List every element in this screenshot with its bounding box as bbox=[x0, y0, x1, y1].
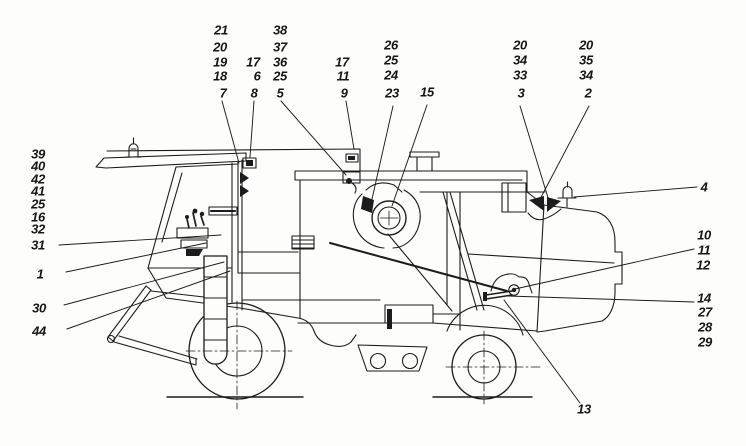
part-label-6: 6 bbox=[253, 68, 261, 84]
louver-box bbox=[291, 235, 315, 250]
part-label-2: 2 bbox=[584, 85, 592, 101]
clamp-items bbox=[242, 153, 361, 194]
part-label-12: 12 bbox=[696, 257, 710, 273]
part-label-17: 17 bbox=[246, 54, 260, 70]
part-label-3: 3 bbox=[517, 85, 525, 101]
part-label-40: 40 bbox=[31, 158, 45, 174]
rear-beacon-icon bbox=[557, 181, 577, 208]
part-label-7: 7 bbox=[219, 85, 227, 101]
elevator-paddles bbox=[240, 172, 249, 197]
part-label-17: 17 bbox=[335, 54, 349, 70]
part-label-14: 14 bbox=[697, 290, 711, 306]
part-label-41: 41 bbox=[31, 183, 45, 199]
grain-tank-band bbox=[294, 170, 546, 193]
part-label-37: 37 bbox=[273, 39, 287, 55]
part-label-20: 20 bbox=[213, 39, 227, 55]
part-label-31: 31 bbox=[31, 237, 45, 253]
part-label-26: 26 bbox=[384, 37, 398, 53]
part-label-23: 23 bbox=[385, 85, 399, 101]
leader-lines bbox=[58, 100, 698, 404]
part-label-8: 8 bbox=[250, 85, 258, 101]
drive-rods bbox=[241, 179, 508, 324]
hitch-plate bbox=[357, 344, 428, 372]
part-label-15: 15 bbox=[420, 84, 434, 100]
part-label-25: 25 bbox=[273, 68, 287, 84]
part-label-35: 35 bbox=[579, 52, 593, 68]
part-label-39: 39 bbox=[31, 146, 45, 162]
part-label-19: 19 bbox=[213, 54, 227, 70]
part-label-30: 30 bbox=[32, 300, 46, 316]
part-label-34: 34 bbox=[579, 67, 593, 83]
part-label-36: 36 bbox=[273, 54, 287, 70]
mirror-flags bbox=[527, 196, 562, 221]
part-label-33: 33 bbox=[513, 67, 527, 83]
part-label-42: 42 bbox=[31, 171, 45, 187]
footstep-handle bbox=[483, 273, 533, 301]
cleaning-shoe bbox=[297, 317, 357, 348]
part-label-18: 18 bbox=[213, 68, 227, 84]
part-label-38: 38 bbox=[273, 22, 287, 38]
part-label-10: 10 bbox=[697, 227, 711, 243]
part-label-24: 24 bbox=[384, 67, 398, 83]
part-label-5: 5 bbox=[276, 85, 284, 101]
cab-controls bbox=[176, 206, 238, 256]
part-label-25: 25 bbox=[31, 196, 45, 212]
part-label-16: 16 bbox=[31, 209, 45, 225]
part-label-25: 25 bbox=[384, 52, 398, 68]
rear-hood bbox=[432, 191, 623, 336]
part-label-9: 9 bbox=[340, 85, 348, 101]
part-label-29: 29 bbox=[698, 334, 712, 350]
beacon-light-icon bbox=[125, 137, 142, 158]
engine-box bbox=[501, 182, 527, 213]
part-label-20: 20 bbox=[579, 37, 593, 53]
wheel-centerlines bbox=[185, 300, 541, 410]
ladder bbox=[203, 255, 228, 365]
muffler-icon bbox=[409, 151, 440, 172]
part-label-34: 34 bbox=[513, 52, 527, 68]
threshing-drum bbox=[352, 182, 421, 249]
part-label-13: 13 bbox=[577, 401, 591, 417]
cab-canopy bbox=[95, 148, 361, 172]
part-label-28: 28 bbox=[698, 319, 712, 335]
part-label-4: 4 bbox=[700, 179, 708, 195]
part-label-11: 11 bbox=[336, 68, 350, 84]
part-label-11: 11 bbox=[697, 242, 711, 258]
part-label-44: 44 bbox=[32, 323, 46, 339]
part-label-21: 21 bbox=[214, 22, 228, 38]
axle-box bbox=[384, 304, 434, 329]
part-label-27: 27 bbox=[698, 304, 712, 320]
part-label-32: 32 bbox=[31, 221, 45, 237]
part-label-20: 20 bbox=[513, 37, 527, 53]
header-assembly bbox=[106, 285, 205, 366]
part-label-1: 1 bbox=[36, 266, 44, 282]
